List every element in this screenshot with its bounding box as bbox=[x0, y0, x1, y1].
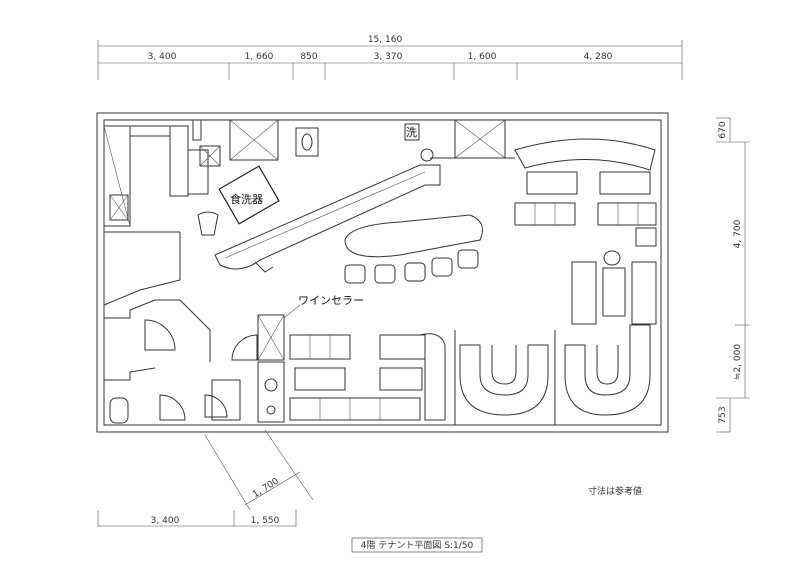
kitchen: 食洗器 bbox=[103, 119, 280, 306]
dim-top-1: 3, 400 bbox=[148, 52, 177, 62]
reference-note: 寸法は参考値 bbox=[588, 485, 642, 497]
bottom-dimensions: 3, 400 1, 550 bbox=[97, 510, 297, 527]
dim-top-6: 4, 280 bbox=[584, 52, 613, 62]
dim-total: 15, 160 bbox=[368, 35, 403, 45]
outer-walls bbox=[96, 112, 669, 433]
center-table bbox=[344, 214, 483, 284]
drawing-title: 4階 テナント平面図 S:1/50 bbox=[351, 537, 483, 553]
dim-top-3: 850 bbox=[300, 52, 317, 62]
dim-diagonal: 1, 700 bbox=[251, 476, 281, 500]
seating-right bbox=[514, 138, 657, 325]
dim-top-5: 1, 600 bbox=[468, 52, 497, 62]
dim-bottom-1: 3, 400 bbox=[151, 516, 180, 526]
right-dimensions: 670 4, 700 ≒2, 000 753 bbox=[716, 117, 750, 433]
dim-bottom-2: 1, 550 bbox=[251, 516, 280, 526]
rooms-left-bottom: ワインセラー bbox=[104, 294, 364, 424]
diagonal-dimension: 1, 700 bbox=[204, 429, 314, 511]
dim-top-4: 3, 370 bbox=[374, 52, 403, 62]
top-dimensions: 15, 160 3, 400 1, 660 850 3, 370 1, 600 … bbox=[97, 35, 683, 80]
dim-right-4: 753 bbox=[718, 406, 728, 423]
dim-right-1: 670 bbox=[718, 121, 728, 138]
shafts: 洗 bbox=[229, 119, 506, 162]
dim-right-3: ≒2, 000 bbox=[733, 344, 743, 380]
title-text: 4階 テナント平面図 S:1/50 bbox=[361, 540, 474, 551]
label-dishwasher: 食洗器 bbox=[230, 192, 263, 206]
label-wine-cellar: ワインセラー bbox=[298, 294, 364, 307]
dim-right-2: 4, 700 bbox=[733, 219, 743, 248]
seating-lower bbox=[289, 330, 456, 425]
label-washer: 洗 bbox=[406, 126, 417, 139]
dim-top-2: 1, 660 bbox=[245, 52, 274, 62]
u-booths bbox=[459, 324, 651, 425]
bar-counter bbox=[214, 157, 515, 273]
